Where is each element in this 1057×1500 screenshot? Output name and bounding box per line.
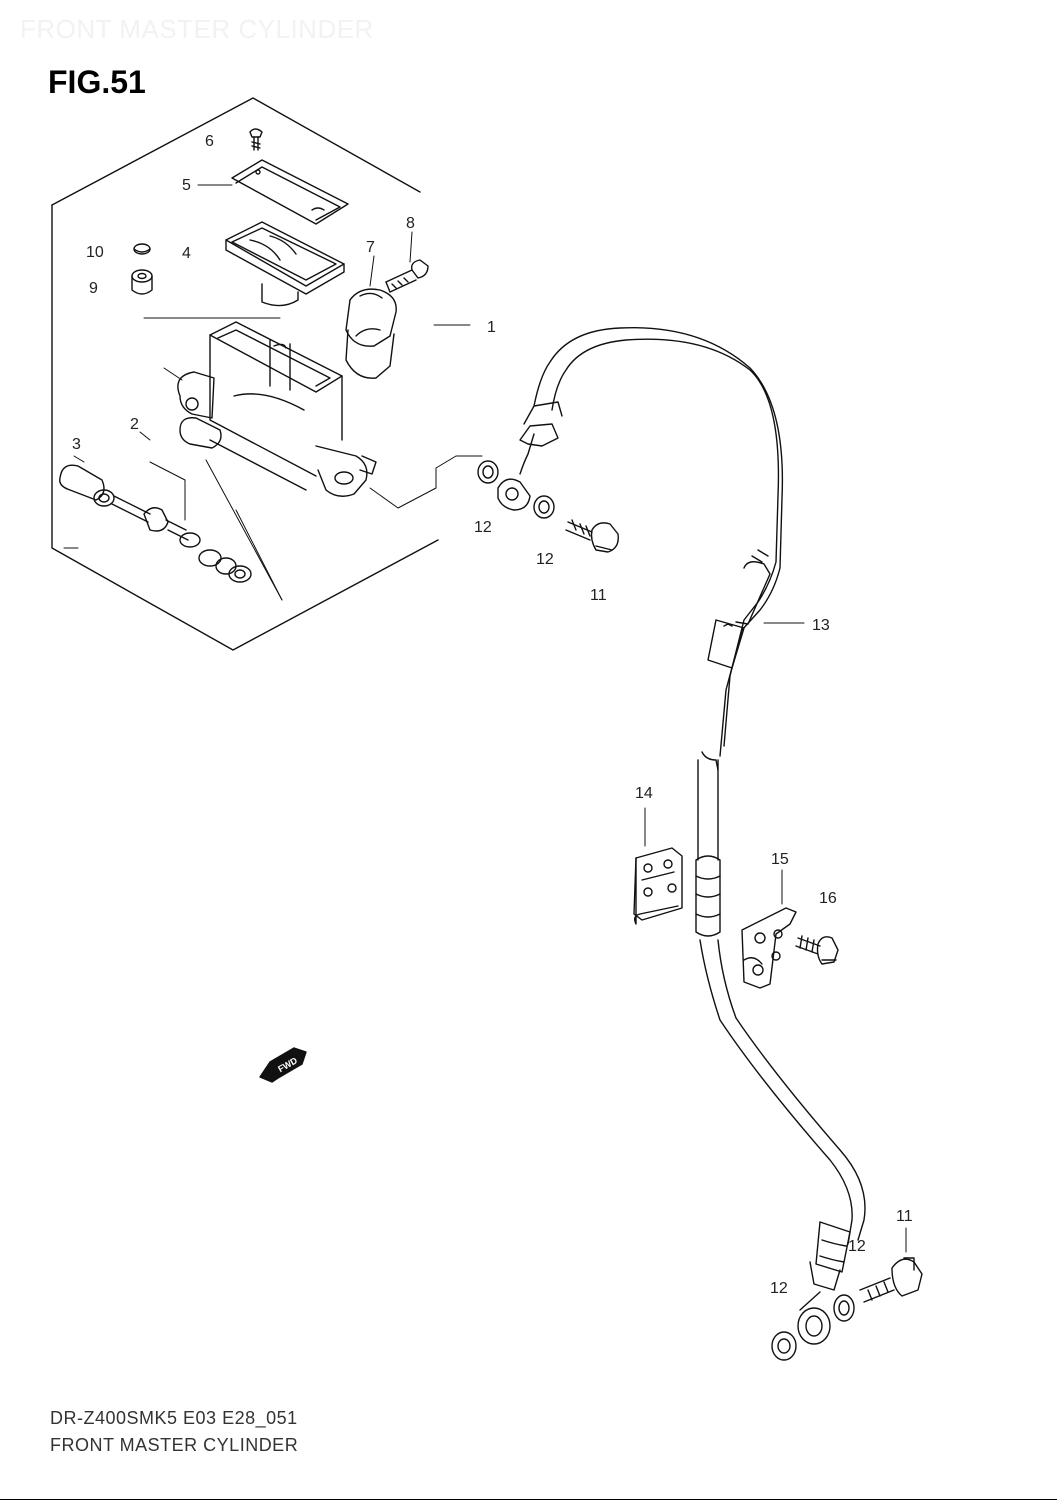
part-bracket-15 <box>741 869 797 989</box>
part-bushing-9 <box>131 269 153 295</box>
callout-6: 6 <box>205 133 214 150</box>
part-washer-12-top-b <box>533 495 555 519</box>
callout-16: 16 <box>819 890 837 907</box>
part-brake-hose-13 <box>519 326 866 1291</box>
figure-label: FIG.51 <box>48 64 146 100</box>
part-diaphragm-4 <box>225 221 345 307</box>
footer-section-title: FRONT MASTER CYLINDER <box>50 1435 299 1455</box>
header-watermark: FRONT MASTER CYLINDER <box>20 14 374 44</box>
callout-11-bottom: 11 <box>896 1208 913 1225</box>
callout-14: 14 <box>635 785 653 802</box>
part-bolt-8 <box>385 259 429 293</box>
part-screw-6 <box>249 128 263 151</box>
callout-7: 7 <box>366 239 375 256</box>
part-piston-set-3 <box>59 464 252 583</box>
part-washer-12-bottom-a <box>771 1331 797 1361</box>
callout-2: 2 <box>130 416 139 433</box>
callout-leaders <box>197 184 805 624</box>
footer-model-code: DR-Z400SMK5 E03 E28_051 <box>50 1408 298 1428</box>
callout-numbers: 1 2 3 4 5 6 7 8 9 10 11 11 12 12 12 12 1… <box>72 133 913 1297</box>
part-banjo-top <box>497 433 535 511</box>
leader-lines-piston <box>73 431 283 601</box>
part-master-cylinder-1 <box>177 321 377 497</box>
callout-12-top-a: 12 <box>474 519 492 536</box>
part-cap-7 <box>345 288 397 379</box>
callout-1: 1 <box>487 319 496 336</box>
callout-12-top-b: 12 <box>536 551 554 568</box>
part-boot-10 <box>133 243 151 255</box>
callout-15: 15 <box>771 851 789 868</box>
callout-10: 10 <box>86 244 104 261</box>
fwd-arrow-icon: FWD <box>259 1047 307 1083</box>
assembly-outline <box>51 97 439 651</box>
part-cover-5 <box>231 159 349 225</box>
part-bolt-11-bottom <box>859 1227 923 1303</box>
callout-3: 3 <box>72 436 81 453</box>
callout-5: 5 <box>182 177 191 194</box>
part-clamp-14 <box>633 807 683 925</box>
callout-4: 4 <box>182 245 191 262</box>
part-washer-12-top-a <box>477 460 499 484</box>
callout-12-bottom-b: 12 <box>848 1238 866 1255</box>
connector-lines <box>63 317 483 549</box>
part-banjo-bottom <box>797 1291 831 1345</box>
callout-13: 13 <box>812 617 830 634</box>
part-washer-12-bottom-b <box>833 1294 855 1322</box>
callout-12-bottom-a: 12 <box>770 1280 788 1297</box>
part-bolt-11-top <box>565 519 619 553</box>
callout-11-top: 11 <box>590 587 607 604</box>
part-bolt-16 <box>795 935 839 965</box>
callout-8: 8 <box>406 215 415 232</box>
callout-9: 9 <box>89 280 98 297</box>
